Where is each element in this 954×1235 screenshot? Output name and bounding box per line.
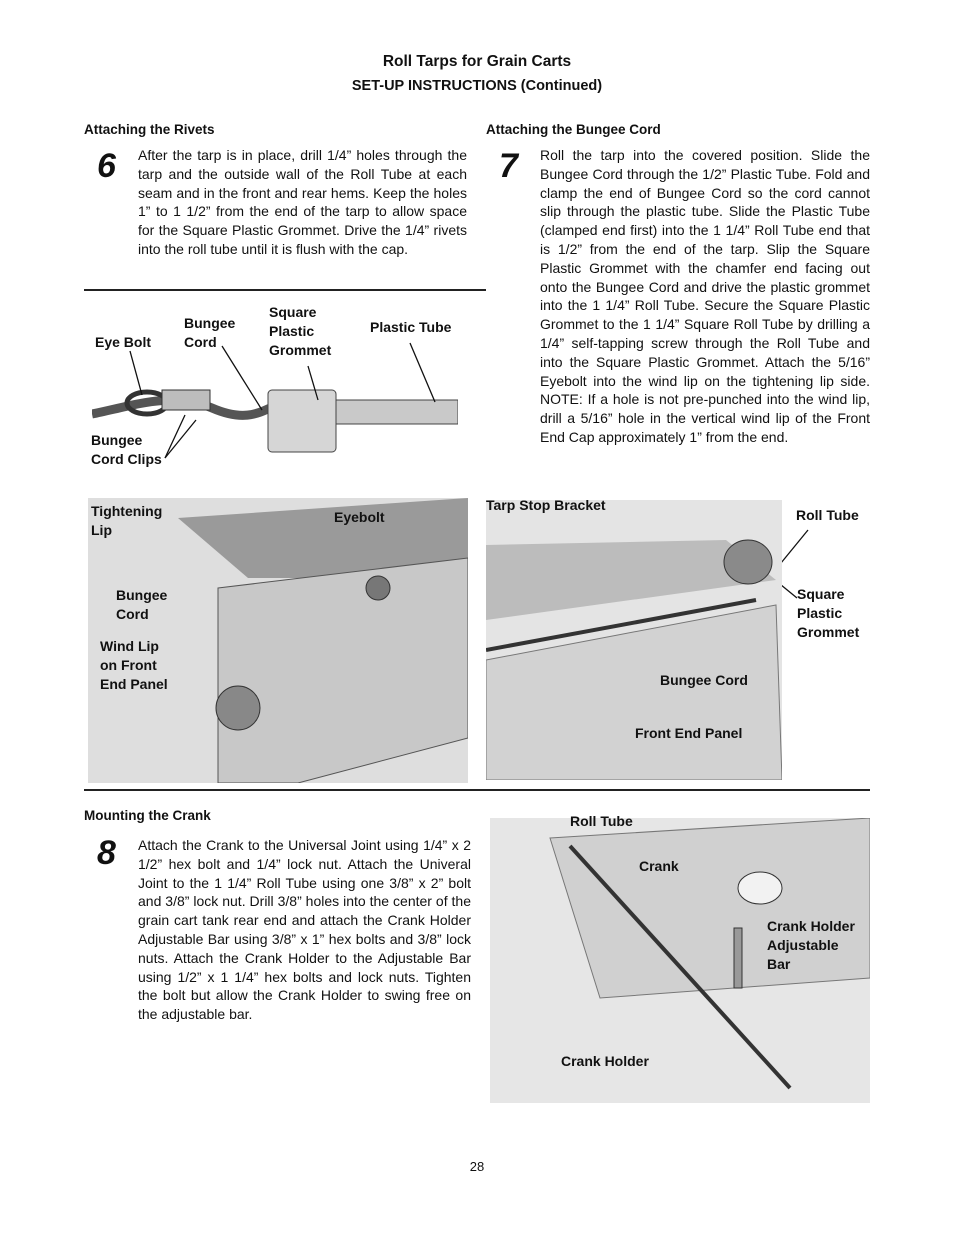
step8-number: 8 bbox=[97, 834, 116, 872]
label-eye-bolt: Eye Bolt bbox=[95, 334, 152, 350]
eyebolt-windlip-drawing bbox=[178, 498, 468, 783]
step8-text: Attach the Crank to the Universal Joint … bbox=[138, 837, 471, 1023]
label-eyebolt: Eyebolt bbox=[334, 509, 385, 525]
bungee-assembly-photo bbox=[92, 296, 458, 488]
bungee-assembly-drawing bbox=[92, 389, 458, 453]
step7-number: 7 bbox=[499, 147, 518, 185]
document-title: Roll Tarps for Grain Carts bbox=[382, 53, 572, 70]
eyebolt-windlip-photo bbox=[88, 498, 468, 783]
label-tarp-stop-bracket: Tarp Stop Bracket bbox=[486, 497, 606, 513]
label-front-end-panel: Front End Panel bbox=[635, 725, 743, 741]
step6-heading: Attaching the Rivets bbox=[84, 122, 215, 137]
page-number: 28 bbox=[469, 1159, 485, 1174]
rolltube-photo bbox=[486, 500, 782, 780]
step6-text: After the tarp is in place, drill 1/4” h… bbox=[138, 147, 467, 257]
section-divider-lower bbox=[84, 789, 870, 791]
document-subtitle: SET-UP INSTRUCTIONS (Continued) bbox=[351, 78, 603, 94]
label-crank: Crank bbox=[639, 858, 679, 874]
section-divider-upper bbox=[84, 289, 486, 291]
step7-text: Roll the tarp into the covered position.… bbox=[540, 147, 870, 445]
label-roll-tube-crank: Roll Tube bbox=[570, 813, 633, 829]
step7-heading: Attaching the Bungee Cord bbox=[486, 122, 661, 137]
step6-number: 6 bbox=[97, 147, 116, 185]
step8-heading: Mounting the Crank bbox=[84, 808, 211, 823]
label-bungee-cord-fig3: Bungee Cord bbox=[660, 672, 748, 688]
crank-drawing bbox=[549, 818, 870, 1090]
crank-photo bbox=[490, 818, 870, 1103]
rolltube-drawing bbox=[486, 539, 782, 780]
label-roll-tube-fig3: Roll Tube bbox=[796, 507, 859, 523]
label-plastic-tube: Plastic Tube bbox=[370, 319, 452, 335]
label-crank-holder: Crank Holder bbox=[561, 1053, 649, 1069]
